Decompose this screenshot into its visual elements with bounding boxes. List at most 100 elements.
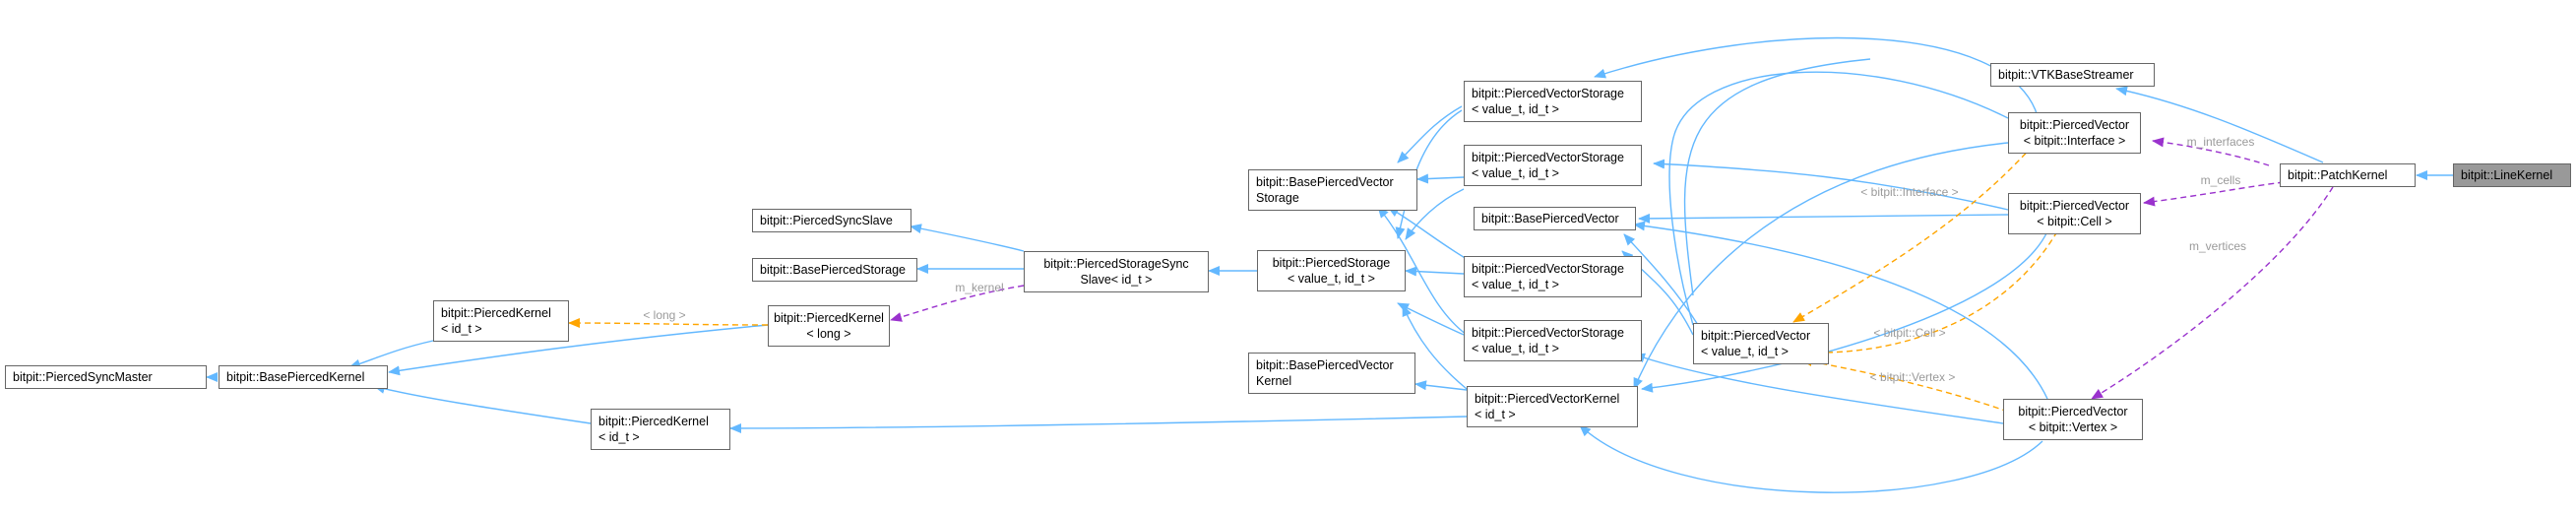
node-label: bitpit::PiercedSyncMaster — [13, 370, 153, 384]
edge-pvinterface-to-pvs1 — [1594, 36, 2039, 117]
node-label: bitpit::VTKBaseStreamer — [1998, 68, 2134, 82]
node-base-pierced-vector-storage[interactable]: bitpit::BasePiercedVector Storage — [1248, 169, 1417, 211]
edge-pvs3-to-basepvstorage — [1387, 206, 1468, 260]
node-base-pierced-vector-kernel[interactable]: bitpit::BasePiercedVector Kernel — [1248, 353, 1415, 394]
node-label: Slave< id_t > — [1080, 273, 1153, 287]
node-label: < value_t, id_t > — [1472, 102, 1559, 116]
node-label: < value_t, id_t > — [1472, 342, 1559, 355]
node-label: bitpit::PiercedStorageSync — [1043, 257, 1189, 271]
node-label: bitpit::PiercedVectorKernel — [1475, 392, 1620, 406]
edge-kernelidt-bottom-to-basekernel — [373, 384, 592, 424]
node-label: bitpit::PiercedKernel — [598, 415, 709, 428]
edge-pvvertex-to-basepv — [1633, 221, 2048, 400]
edge-m-vertices — [2091, 186, 2334, 400]
edge-label-m-interfaces: m_interfaces — [2186, 135, 2255, 149]
node-pierced-vector-cell[interactable]: bitpit::PiercedVector < bitpit::Cell > — [2008, 193, 2141, 234]
edge-label-long: < long > — [643, 308, 686, 322]
node-label: < id_t > — [441, 322, 482, 336]
edge-kernelidt-top-to-basekernel — [348, 340, 434, 369]
edge-pvs1-to-piercedstorage — [1395, 109, 1463, 239]
edge-pvvertex-to-pvkernel — [1579, 424, 2043, 493]
node-pierced-kernel-id-t-bottom[interactable]: bitpit::PiercedKernel < id_t > — [591, 409, 730, 450]
node-base-pierced-kernel[interactable]: bitpit::BasePiercedKernel — [219, 365, 388, 389]
node-label: Kernel — [1256, 374, 1292, 388]
node-label: bitpit::PiercedVectorStorage — [1472, 87, 1624, 100]
edge-m-interfaces — [2152, 137, 2270, 166]
edge-pvkernel-to-basepvkernel — [1414, 380, 1468, 391]
node-label: bitpit::PiercedVector — [2019, 199, 2130, 213]
node-label: bitpit::PiercedVectorStorage — [1472, 262, 1624, 276]
edge-pvkernel-to-piercedstorage — [1402, 304, 1468, 390]
node-label: bitpit::PiercedVectorStorage — [1472, 326, 1624, 340]
node-pierced-kernel-id-t-top[interactable]: bitpit::PiercedKernel < id_t > — [433, 300, 569, 342]
node-label: < long > — [806, 327, 851, 341]
edge-label-cell: < bitpit::Cell > — [1873, 326, 1946, 340]
edge-pvs2-to-basepvstorage — [1416, 173, 1465, 184]
node-label: bitpit::BasePiercedVector — [1256, 358, 1394, 372]
edge-label-m-cells: m_cells — [2200, 173, 2241, 187]
node-label: < value_t, id_t > — [1472, 278, 1559, 291]
edge-m-cells — [2143, 181, 2285, 207]
edge-pvs4-to-piercedstorage — [1397, 302, 1465, 336]
node-label: bitpit::PiercedSyncSlave — [760, 214, 893, 227]
node-label: bitpit::PiercedKernel — [441, 306, 551, 320]
node-label: bitpit::LineKernel — [2461, 168, 2553, 182]
edge-pv-to-pvkernel — [1683, 58, 1871, 296]
node-patch-kernel[interactable]: bitpit::PatchKernel — [2280, 163, 2416, 187]
edge-pvcell-to-basepv — [1638, 213, 2009, 224]
edge-pvinterface-template — [1792, 145, 2034, 323]
edge-pvinterface-to-pvkernel — [1633, 142, 2009, 390]
edge-pvcell-to-pvkernel — [1641, 230, 2048, 393]
node-vtk-base-streamer[interactable]: bitpit::VTKBaseStreamer — [1990, 63, 2155, 87]
node-label: < value_t, id_t > — [1288, 272, 1375, 286]
node-label: bitpit::PatchKernel — [2288, 168, 2388, 182]
node-label: < id_t > — [598, 430, 640, 444]
node-line-kernel[interactable]: bitpit::LineKernel — [2453, 163, 2571, 187]
node-label: bitpit::BasePiercedKernel — [226, 370, 365, 384]
edge-pvs2-to-piercedstorage — [1405, 188, 1465, 240]
node-label: bitpit::BasePiercedVector — [1481, 212, 1619, 225]
edge-pvkernel-to-kernelidt-bottom — [729, 416, 1468, 433]
node-base-pierced-vector[interactable]: bitpit::BasePiercedVector — [1474, 207, 1636, 230]
node-base-pierced-storage[interactable]: bitpit::BasePiercedStorage — [752, 258, 917, 282]
node-label: < bitpit::Interface > — [2023, 134, 2126, 148]
node-label: bitpit::PiercedStorage — [1272, 256, 1391, 270]
edge-pvcell-template — [1810, 230, 2058, 358]
node-pierced-vector-interface[interactable]: bitpit::PiercedVector < bitpit::Interfac… — [2008, 112, 2141, 154]
node-label: bitpit::BasePiercedVector — [1256, 175, 1394, 189]
node-pierced-vector-kernel[interactable]: bitpit::PiercedVectorKernel < id_t > — [1467, 386, 1638, 427]
node-pierced-vector-storage-3[interactable]: bitpit::PiercedVectorStorage < value_t, … — [1464, 256, 1642, 297]
node-pierced-vector-storage-2[interactable]: bitpit::PiercedVectorStorage < value_t, … — [1464, 145, 1642, 186]
node-label: bitpit::PiercedVectorStorage — [1472, 151, 1624, 164]
node-pierced-kernel-long[interactable]: bitpit::PiercedKernel < long > — [768, 305, 890, 347]
node-pierced-vector-storage-1[interactable]: bitpit::PiercedVectorStorage < value_t, … — [1464, 81, 1642, 122]
edge-pvvertex-template — [1800, 356, 2009, 413]
node-label: bitpit::PiercedKernel — [774, 311, 884, 325]
edge-label-interface: < bitpit::Interface > — [1860, 185, 1959, 199]
node-label: Storage — [1256, 191, 1299, 205]
node-label: bitpit::PiercedVector — [2018, 405, 2128, 418]
edge-label-vertex: < bitpit::Vertex > — [1869, 370, 1956, 384]
edge-patchkernel-to-vtkstreamer — [2115, 86, 2324, 163]
node-pierced-vector[interactable]: bitpit::PiercedVector < value_t, id_t > — [1693, 323, 1829, 364]
node-label: < bitpit::Cell > — [2037, 215, 2112, 228]
node-label: < value_t, id_t > — [1701, 345, 1789, 358]
node-label: bitpit::PiercedVector — [1701, 329, 1811, 343]
edge-label-m-kernel: m_kernel — [955, 281, 1004, 294]
edge-pvs4-to-basepvstorage — [1377, 206, 1468, 336]
node-pierced-storage-sync-slave[interactable]: bitpit::PiercedStorageSync Slave< id_t > — [1024, 251, 1209, 292]
node-pierced-vector-vertex[interactable]: bitpit::PiercedVector < bitpit::Vertex > — [2003, 399, 2143, 440]
node-label: bitpit::PiercedVector — [2019, 118, 2130, 132]
node-pierced-sync-master[interactable]: bitpit::PiercedSyncMaster — [5, 365, 207, 389]
edge-pvs1-to-basepvstorage — [1397, 105, 1463, 163]
node-label: bitpit::BasePiercedStorage — [760, 263, 907, 277]
node-pierced-storage[interactable]: bitpit::PiercedStorage < value_t, id_t > — [1257, 250, 1406, 291]
node-pierced-vector-storage-4[interactable]: bitpit::PiercedVectorStorage < value_t, … — [1464, 320, 1642, 361]
node-pierced-sync-slave[interactable]: bitpit::PiercedSyncSlave — [752, 209, 911, 232]
edge-pvs3-to-piercedstorage — [1405, 266, 1465, 277]
edge-kernellong-to-basekernel — [388, 324, 769, 376]
edge-pvvertex-to-pvs4 — [1633, 353, 2004, 424]
edge-label-m-vertices: m_vertices — [2188, 239, 2247, 253]
